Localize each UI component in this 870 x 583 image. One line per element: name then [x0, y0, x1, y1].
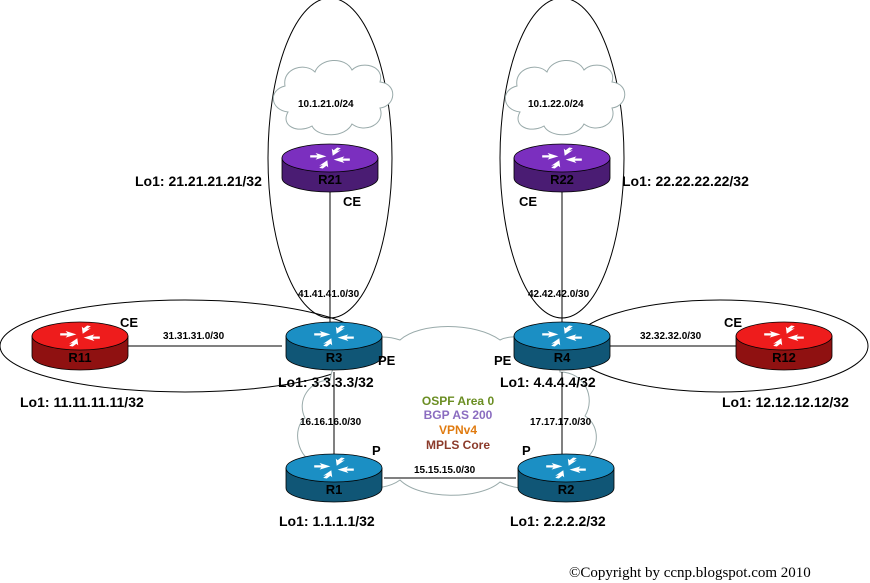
- core-mpls-label: MPLS Core: [426, 438, 490, 452]
- router-r21: [281, 143, 379, 193]
- r22-role: CE: [519, 194, 537, 209]
- router-r21-name: R21: [318, 172, 342, 187]
- cloud-right: [504, 60, 626, 136]
- r21-loopback: Lo1: 21.21.21.21/32: [135, 173, 262, 189]
- r22-loopback: Lo1: 22.22.22.22/32: [622, 173, 749, 189]
- link-r1-r2-subnet: 15.15.15.0/30: [414, 465, 476, 476]
- link-r3-r1-subnet: 16.16.16.0/30: [300, 417, 362, 428]
- router-r12: [735, 321, 833, 371]
- router-r3-name: R3: [326, 350, 343, 365]
- core-bgp-label: BGP AS 200: [424, 408, 493, 422]
- r3-loopback: Lo1: 3.3.3.3/32: [278, 374, 374, 390]
- router-r22-name: R22: [550, 172, 574, 187]
- link-r21-r3-subnet: 41.41.41.0/30: [298, 289, 360, 300]
- r12-loopback: Lo1: 12.12.12.12/32: [722, 394, 849, 410]
- link-r4-r2-subnet: 17.17.17.0/30: [530, 417, 592, 428]
- router-r3: [285, 321, 383, 371]
- router-r4: [513, 321, 611, 371]
- core-vpn-label: VPNv4: [439, 423, 477, 437]
- link-r22-r4-subnet: 42.42.42.0/30: [528, 289, 590, 300]
- router-r1: [285, 453, 383, 503]
- cloud-left-subnet: 10.1.21.0/24: [298, 99, 354, 110]
- r3-role: PE: [378, 353, 396, 368]
- cloud-left: [272, 60, 394, 136]
- router-r22: [513, 143, 611, 193]
- r4-role: PE: [494, 353, 512, 368]
- cloud-right-subnet: 10.1.22.0/24: [528, 99, 584, 110]
- r1-loopback: Lo1: 1.1.1.1/32: [279, 513, 375, 529]
- core-ospf-label: OSPF Area 0: [422, 394, 495, 408]
- r2-role: P: [522, 443, 531, 458]
- r12-role: CE: [724, 315, 742, 330]
- r21-role: CE: [343, 194, 361, 209]
- r11-loopback: Lo1: 11.11.11.11/32: [20, 394, 144, 410]
- router-r2-name: R2: [558, 482, 575, 497]
- router-r1-name: R1: [326, 482, 343, 497]
- link-r11-r3-subnet: 31.31.31.0/30: [163, 331, 225, 342]
- router-r4-name: R4: [554, 350, 571, 365]
- router-r11: [31, 321, 129, 371]
- r4-loopback: Lo1: 4.4.4.4/32: [500, 374, 596, 390]
- copyright-text: ©Copyright by ccnp.blogspot.com 2010: [569, 565, 811, 581]
- r1-role: P: [372, 443, 381, 458]
- router-r12-name: R12: [772, 350, 796, 365]
- link-r4-r12-subnet: 32.32.32.0/30: [640, 331, 702, 342]
- r2-loopback: Lo1: 2.2.2.2/32: [510, 513, 606, 529]
- r11-role: CE: [120, 315, 138, 330]
- router-r2: [517, 453, 615, 503]
- router-r11-name: R11: [68, 350, 91, 365]
